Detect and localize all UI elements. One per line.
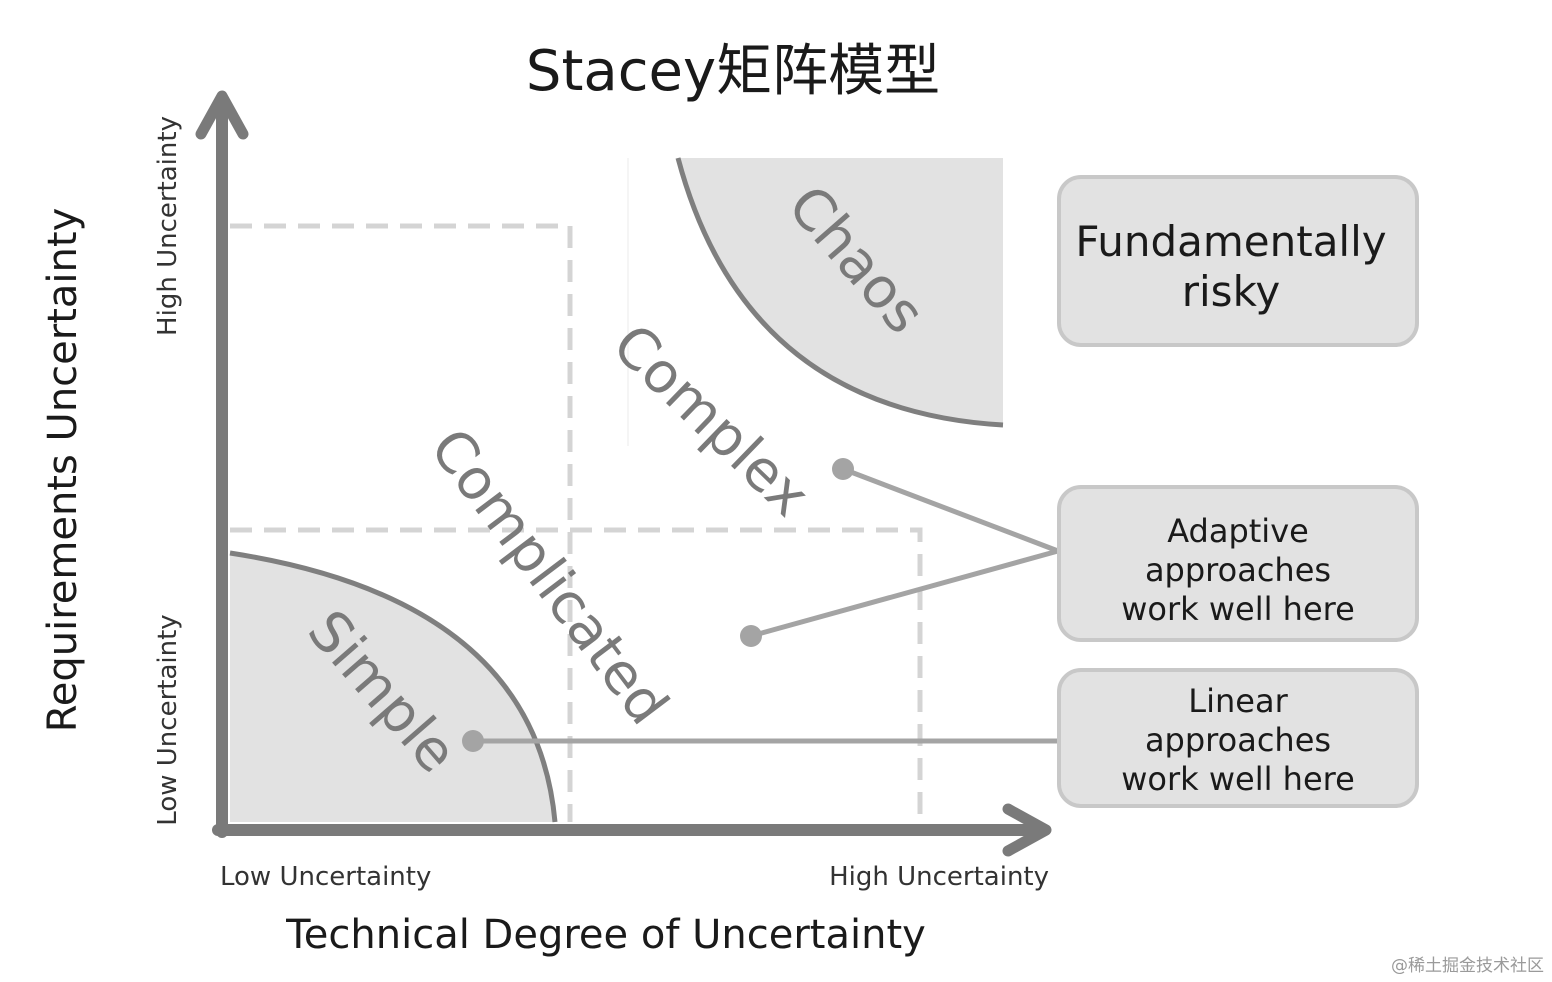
callout-adaptive-line-2: approaches [1145,551,1331,589]
y-axis-high-label: High Uncertainty [153,116,183,336]
callout-linear-box [1057,668,1419,808]
chaos-zone [678,158,1003,425]
x-axis-high-label: High Uncertainty [829,862,1049,892]
callout-adaptive-box [1057,485,1419,642]
simple-zone [230,553,555,822]
x-axis-low-label: Low Uncertainty [220,862,431,892]
complex-boundary-dashed [230,527,923,822]
connector-complicated-to-adaptive [750,548,1059,639]
y-axis-arrowhead [195,90,249,140]
callout-fundamentally-risky-box [1057,175,1419,347]
diagram-title: Stacey矩阵模型 [526,39,940,104]
callout-linear-line-1: Linear [1188,682,1288,720]
source-watermark: @稀土掘金技术社区 [1391,956,1544,976]
connector-complex-to-adaptive [842,466,1059,554]
callout-fundamentally-risky-line-2: risky [1182,267,1281,316]
chaos-zone-edge [675,157,1004,428]
complicated-boundary-dashed [230,223,573,822]
simple-zone-edge [229,550,558,823]
x-axis-title: Technical Degree of Uncertainty [285,912,926,958]
callout-linear-line-3: work well here [1121,760,1355,798]
callout-fundamentally-risky-line-1: Fundamentally [1075,217,1386,266]
x-axis-arrowhead [1002,803,1052,857]
connector-dot-simple [462,730,484,752]
y-axis-low-label: Low Uncertainty [153,614,183,825]
callout-adaptive-line-3: work well here [1121,590,1355,628]
y-axis-title: Requirements Uncertainty [40,208,86,733]
connector-dot-complicated [740,625,762,647]
callout-linear-line-2: approaches [1145,721,1331,759]
callout-adaptive-line-1: Adaptive [1167,512,1309,550]
connector-dot-complex [832,458,854,480]
